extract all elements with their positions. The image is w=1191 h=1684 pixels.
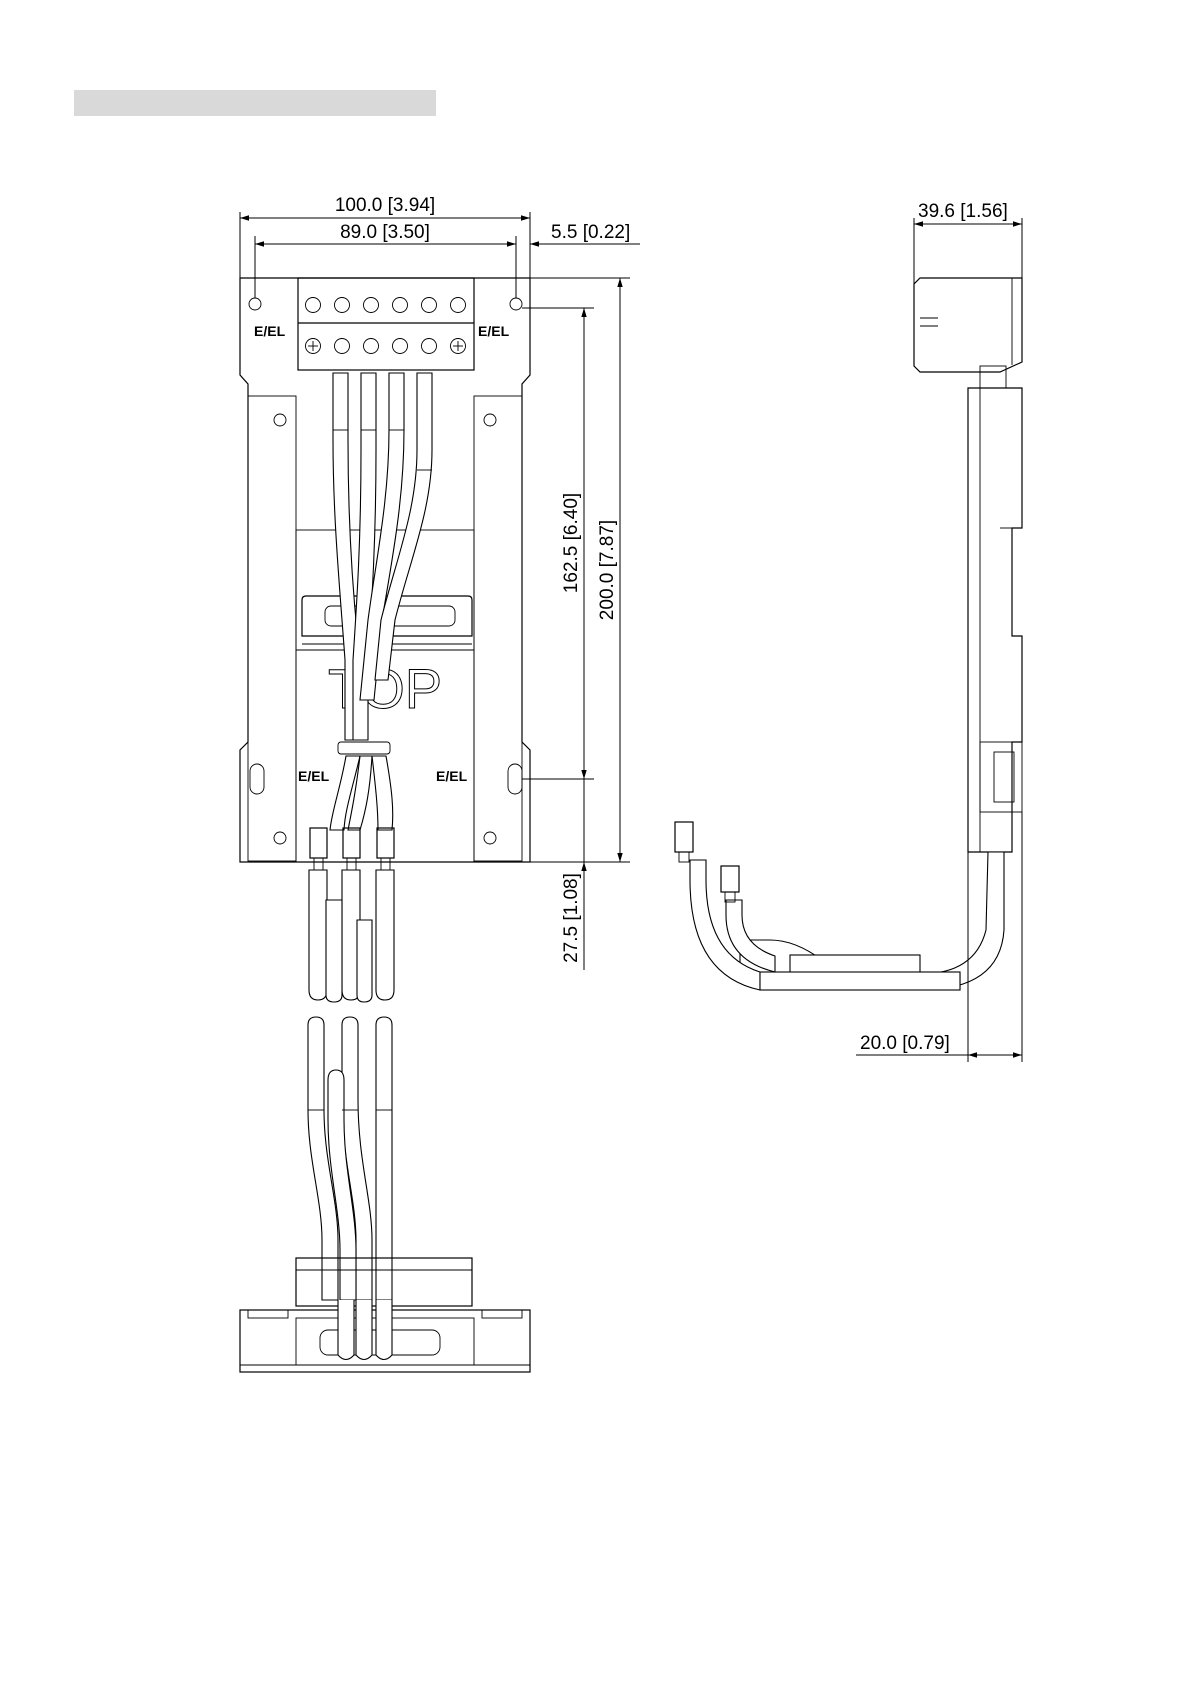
screw-hole xyxy=(484,414,496,426)
dim-wire-exit: 27.5 [1.08] xyxy=(561,873,582,963)
terminal-bottom-row xyxy=(306,339,466,354)
wires-exit xyxy=(309,870,394,1002)
dim-side-depth: 39.6 [1.56] xyxy=(918,201,1008,222)
mount-hole-top-right xyxy=(510,298,522,310)
mount-hole-top-left xyxy=(249,298,261,310)
mount-slot-right xyxy=(508,764,522,794)
ground-label: E/EL xyxy=(254,323,286,339)
terminal-top-row xyxy=(306,298,466,313)
dim-hole-spacing: 89.0 [3.50] xyxy=(340,222,430,243)
dim-overall-width: 100.0 [3.94] xyxy=(335,195,435,216)
dim-hole-height: 162.5 [6.40] xyxy=(561,493,582,593)
dim-side-bottom: 20.0 [0.79] xyxy=(860,1033,950,1054)
wires-front xyxy=(310,373,432,870)
dim-overall-height: 200.0 [7.87] xyxy=(597,520,618,620)
mount-slot-left xyxy=(250,764,264,794)
dim-offset: 5.5 [0.22] xyxy=(551,222,630,243)
front-view: E/EL E/EL E/EL E/EL TOP xyxy=(240,278,530,1002)
screw-hole xyxy=(274,414,286,426)
bottom-view xyxy=(240,1017,530,1372)
ground-label: E/EL xyxy=(478,323,510,339)
ground-label: E/EL xyxy=(436,768,468,784)
screw-hole xyxy=(274,832,286,844)
side-view xyxy=(675,278,1022,990)
ground-label: E/EL xyxy=(298,768,330,784)
screw-hole xyxy=(484,832,496,844)
